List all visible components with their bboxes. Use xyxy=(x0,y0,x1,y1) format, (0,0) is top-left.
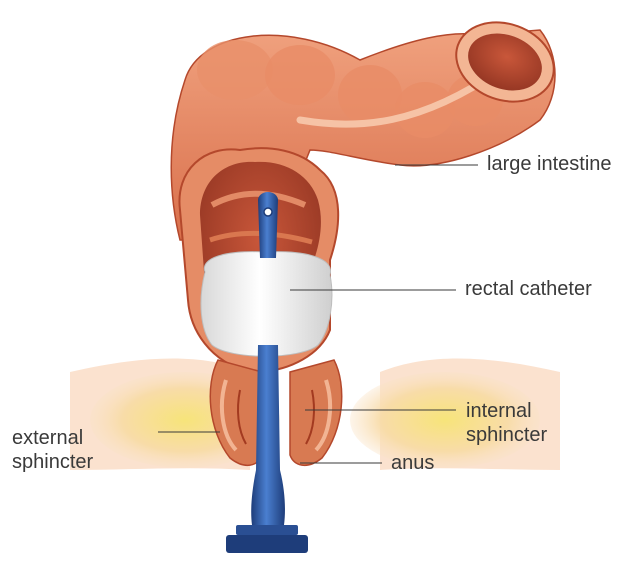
label-large-intestine: large intestine xyxy=(487,152,612,176)
label-rectal-catheter: rectal catheter xyxy=(465,277,592,301)
label-internal-line-2: sphincter xyxy=(466,423,576,447)
label-external-sphincter: external sphincter xyxy=(12,426,122,474)
label-anus: anus xyxy=(391,451,434,475)
label-internal-line-1: internal xyxy=(466,399,576,423)
label-internal-sphincter: internal sphincter xyxy=(466,399,576,447)
label-external-line-2: sphincter xyxy=(12,450,122,474)
label-external-line-1: external xyxy=(12,426,122,450)
